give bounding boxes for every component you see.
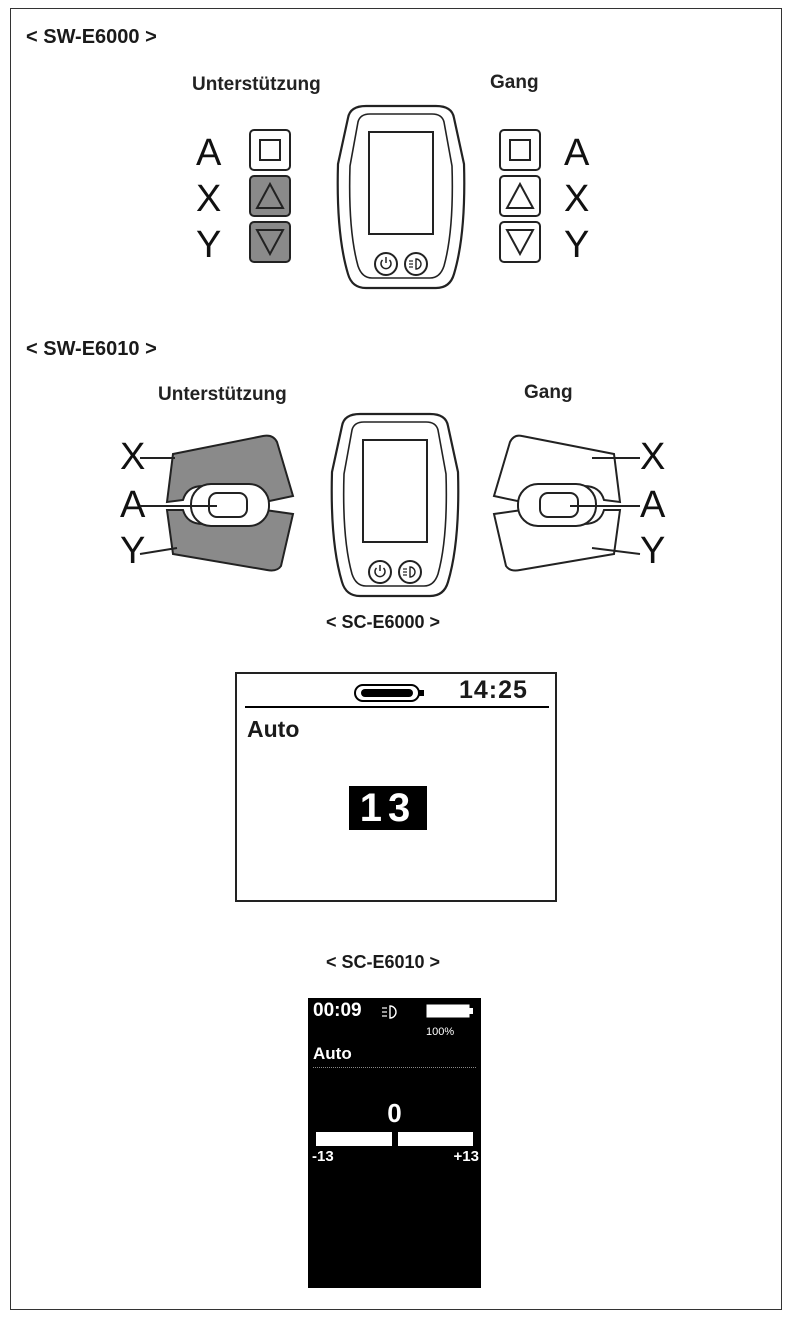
sc-e6010-min-label: -13 [312, 1148, 334, 1165]
sw-e6010-left-switch [139, 434, 295, 572]
sc-e6010-heading: < SC-E6010 > [326, 952, 441, 972]
square-icon [259, 139, 281, 161]
right-x-button[interactable] [499, 175, 541, 217]
sc-e6000-gear-number: 13 [349, 786, 427, 830]
triangle-down-icon [505, 229, 535, 257]
sw-e6000-heading: < SW-E6000 > [26, 26, 157, 48]
sw-e6000-left-label-x: X [196, 178, 222, 220]
sw-e6000-assist-label: Unterstützung [192, 74, 321, 95]
sw-e6010-assist-label: Unterstützung [158, 384, 287, 405]
sc-e6000-time: 14:25 [459, 676, 528, 704]
power-button[interactable] [368, 560, 392, 584]
power-button[interactable] [374, 252, 398, 276]
sw-e6000-left-switch [249, 129, 291, 263]
sw-e6000-gear-label: Gang [490, 72, 539, 93]
power-icon [374, 565, 386, 578]
display-screen [368, 131, 434, 235]
sc-e6010-max-label: +13 [453, 1148, 479, 1165]
sc-e6000-screen: 14:25 Auto 13 [235, 672, 557, 902]
left-y-button[interactable] [249, 221, 291, 263]
sc-e6000-heading: < SC-E6000 > [326, 612, 441, 632]
triangle-up-icon [255, 181, 285, 209]
triangle-up-icon [505, 181, 535, 209]
light-icon [409, 258, 422, 270]
battery-icon [426, 1004, 473, 1018]
right-a-button[interactable] [499, 129, 541, 171]
sw-e6000-left-label-y: Y [196, 224, 222, 266]
sc-e6010-time: 00:09 [313, 1000, 362, 1021]
sc-e6010-level-bar [316, 1132, 473, 1146]
sw-e6010-right-label-y: Y [640, 530, 666, 572]
right-y-button[interactable] [499, 221, 541, 263]
battery-icon [354, 684, 424, 702]
sc-e6010-mode: Auto [313, 1044, 352, 1063]
power-icon [380, 257, 392, 270]
level-bar-right-segment [398, 1132, 473, 1146]
sc-e6010-battery-percent: 100% [426, 1026, 455, 1038]
square-icon [509, 139, 531, 161]
header-divider [245, 706, 549, 708]
sw-e6010-display-unit [330, 412, 460, 598]
level-bar-left-segment [316, 1132, 392, 1146]
header-divider [313, 1067, 476, 1068]
left-a-button[interactable] [249, 129, 291, 171]
sw-e6010-left-label-y: Y [120, 530, 146, 572]
left-x-button[interactable] [249, 175, 291, 217]
display-screen [362, 439, 428, 543]
sw-e6010-gear-label: Gang [524, 382, 573, 403]
sw-e6000-right-switch [499, 129, 541, 263]
figure-frame [10, 8, 782, 1310]
sw-e6000-right-label-a: A [564, 132, 590, 174]
sw-e6010-heading: < SW-E6010 > [26, 338, 157, 360]
sw-e6000-right-label-y: Y [564, 224, 590, 266]
light-icon [382, 1005, 397, 1019]
sc-e6000-mode: Auto [247, 716, 300, 742]
sw-e6010-right-switch [492, 434, 641, 572]
sw-e6000-right-label-x: X [564, 178, 590, 220]
sc-e6010-screen: 00:09 100% Auto 0 -13 +13 [308, 998, 481, 1288]
sw-e6010-right-label-a: A [640, 484, 666, 526]
sc-e6010-value: 0 [387, 1098, 402, 1128]
sw-e6010-right-label-x: X [640, 436, 666, 478]
sw-e6000-left-label-a: A [196, 132, 222, 174]
light-icon [403, 566, 416, 578]
triangle-down-icon [255, 229, 285, 257]
sw-e6000-display-unit [336, 104, 466, 290]
